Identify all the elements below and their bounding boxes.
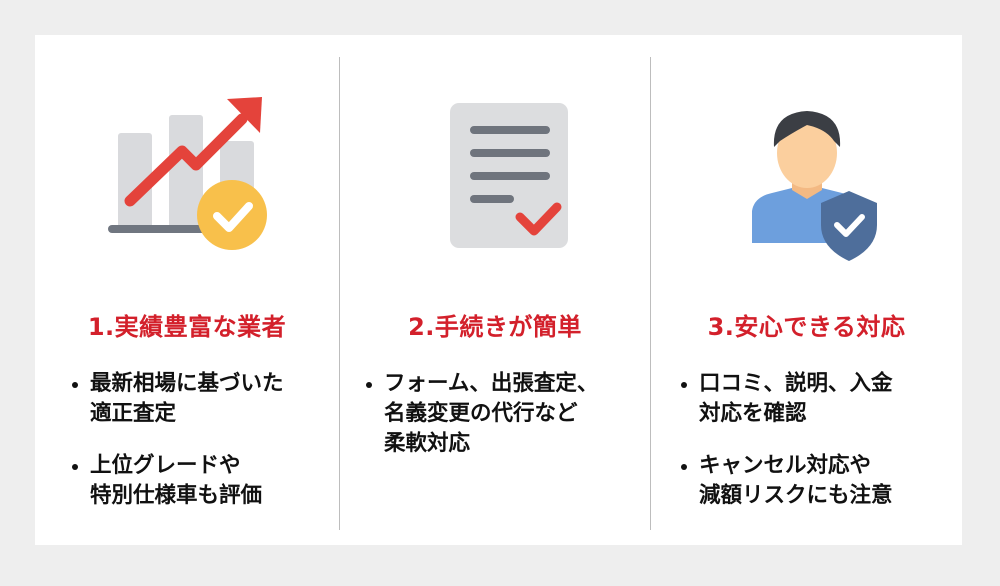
feature-heading: 1.実績豊富な業者	[87, 313, 287, 341]
feature-bullet: キャンセル対応や 減額リスクにも注意	[679, 451, 893, 511]
feature-heading: 3.安心できる対応	[707, 313, 906, 341]
feature-bullet-list: 口コミ、説明、入金 対応を確認 キャンセル対応や 減額リスクにも注意	[679, 369, 893, 533]
feature-column-1: 1.実績豊富な業者 最新相場に基づいた 適正査定 上位グレードや 特別仕様車も評…	[35, 35, 339, 545]
column-divider	[339, 57, 340, 530]
column-divider	[650, 57, 651, 530]
document-check-icon	[410, 93, 580, 263]
feature-bullet: 最新相場に基づいた 適正査定	[70, 369, 284, 429]
feature-bullet-list: フォーム、出張査定、 名義変更の代行など 柔軟対応	[364, 369, 598, 481]
feature-bullet-list: 最新相場に基づいた 適正査定 上位グレードや 特別仕様車も評価	[70, 369, 284, 533]
user-shield-icon	[722, 93, 892, 263]
growth-chart-check-icon	[102, 93, 272, 263]
feature-bullet: 上位グレードや 特別仕様車も評価	[70, 451, 284, 511]
feature-column-2: 2.手続きが簡単 フォーム、出張査定、 名義変更の代行など 柔軟対応	[340, 35, 650, 545]
feature-heading: 2.手続きが簡単	[408, 313, 582, 341]
feature-bullet: 口コミ、説明、入金 対応を確認	[679, 369, 893, 429]
feature-bullet: フォーム、出張査定、 名義変更の代行など 柔軟対応	[364, 369, 598, 459]
features-card: 1.実績豊富な業者 最新相場に基づいた 適正査定 上位グレードや 特別仕様車も評…	[35, 35, 962, 545]
feature-column-3: 3.安心できる対応 口コミ、説明、入金 対応を確認 キャンセル対応や 減額リスク…	[651, 35, 962, 545]
